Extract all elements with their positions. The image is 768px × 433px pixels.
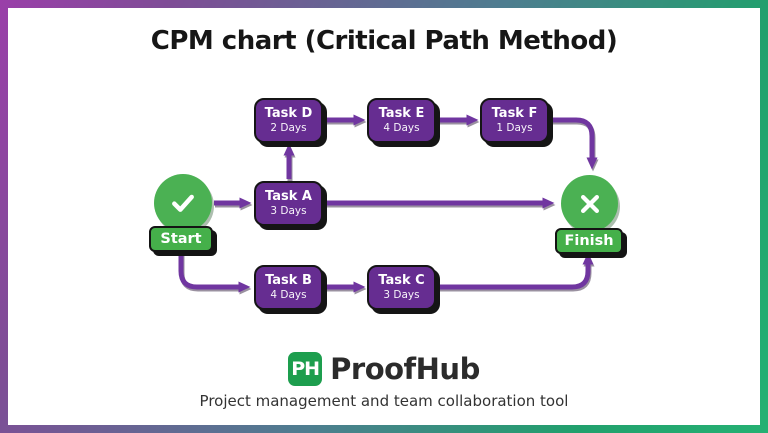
task-name: Task F	[491, 105, 538, 121]
task-duration: 3 Days	[270, 204, 307, 217]
proofhub-logo-icon: PH	[288, 352, 323, 386]
task-duration: 3 Days	[383, 288, 420, 301]
task-name: Task D	[264, 105, 313, 121]
task-node-c: Task C 3 Days	[367, 265, 436, 310]
task-duration: 2 Days	[270, 121, 307, 134]
finish-label: Finish	[555, 228, 623, 254]
task-node-e: Task E 4 Days	[367, 98, 436, 143]
task-name: Task C	[378, 272, 425, 288]
task-node-f: Task F 1 Days	[480, 98, 549, 143]
proofhub-logo-text: ProofHub	[330, 352, 480, 386]
task-name: Task A	[265, 188, 312, 204]
connector-taskC-to-finish	[439, 252, 594, 290]
finish-milestone	[561, 175, 618, 232]
proofhub-logo: PH ProofHub	[0, 352, 768, 386]
connector-taskF-to-finish	[551, 117, 598, 170]
task-duration: 4 Days	[270, 288, 307, 301]
start-label: Start	[149, 226, 213, 252]
card-background	[8, 8, 760, 425]
task-name: Task E	[378, 105, 425, 121]
check-icon	[172, 194, 194, 212]
task-duration: 4 Days	[383, 121, 420, 134]
task-duration: 1 Days	[496, 121, 533, 134]
task-name: Task B	[265, 272, 312, 288]
connector-start-to-taskB	[178, 253, 251, 293]
task-node-b: Task B 4 Days	[254, 265, 323, 310]
start-milestone	[154, 174, 212, 232]
task-node-d: Task D 2 Days	[254, 98, 323, 143]
task-node-a: Task A 3 Days	[254, 181, 323, 226]
footer-tagline: Project management and team collaboratio…	[199, 392, 569, 410]
page-title: CPM chart (Critical Path Method)	[150, 26, 618, 56]
cross-icon	[580, 194, 599, 213]
